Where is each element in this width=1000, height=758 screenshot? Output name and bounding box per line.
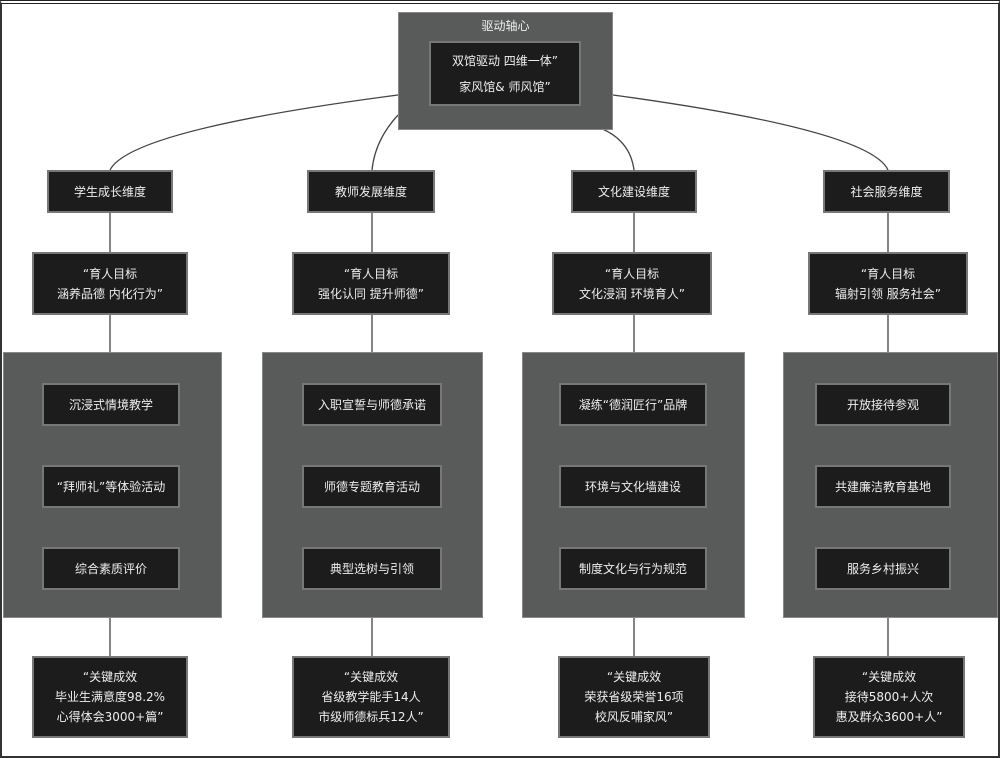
box-text: 沉浸式情境教学	[68, 397, 153, 412]
box-text: 服务乡村振兴	[846, 561, 919, 576]
box-text: 社会服务维度	[850, 184, 923, 199]
dimension-service: 社会服务维度	[823, 170, 950, 213]
dimension-student: 学生成长维度	[47, 170, 173, 213]
box-text: 师德专题教育活动	[323, 479, 420, 494]
box-text: 教师发展维度	[334, 184, 407, 199]
action-teacher-2: 师德专题教育活动	[302, 465, 442, 508]
action-student-1: 沉浸式情境教学	[42, 383, 180, 426]
dimension-teacher: 教师发展维度	[307, 170, 435, 213]
box-text: 涵养品德 内化行为”	[56, 286, 164, 301]
action-service-2: 共建廉洁教育基地	[815, 465, 951, 508]
goal-student: “育人目标涵养品德 内化行为”	[32, 252, 188, 315]
box-text: “关键成效	[606, 670, 662, 684]
box-text: 文化建设维度	[597, 184, 670, 199]
box-text: 学生成长维度	[73, 184, 146, 199]
action-culture-3: 制度文化与行为规范	[559, 547, 707, 590]
box-text: 荣获省级荣誉16项	[584, 690, 684, 704]
box-text: 典型选树与引领	[329, 561, 414, 576]
box-text: “拜师礼”等体验活动	[56, 479, 166, 494]
action-service-3: 服务乡村振兴	[815, 547, 951, 590]
connector-hub-teacher	[371, 114, 399, 171]
hub-node: 驱动轴心 双馆驱动 四维一体” 家风馆& 师风馆”	[398, 12, 613, 130]
box-text: “育人目标	[860, 266, 916, 281]
box-text: 惠及群众3600+人”	[835, 710, 943, 724]
results-student: “关键成效毕业生满意度98.2% 心得体会3000+篇”	[32, 656, 188, 738]
box-text: 辐射引领 服务社会”	[834, 286, 942, 301]
results-teacher: “关键成效省级教学能手14人市级师德标兵12人”	[292, 656, 450, 738]
action-teacher-1: 入职宣誓与师德承诺	[302, 383, 442, 426]
box-text: 心得体会3000+篇”	[56, 710, 164, 724]
box-text: 省级教学能手14人	[321, 690, 421, 704]
connector-hub-service	[612, 94, 889, 171]
box-text: 共建廉洁教育基地	[834, 479, 931, 494]
hub-line: 双馆驱动 四维一体”	[451, 53, 559, 68]
box-text: “育人目标	[343, 266, 399, 281]
box-text: 凝练“德润匠行”品牌	[578, 397, 688, 412]
results-culture: “关键成效荣获省级荣誉16项校风反哺家风”	[558, 656, 710, 738]
goal-teacher: “育人目标强化认同 提升师德”	[292, 252, 450, 315]
connector-hub-student	[109, 94, 399, 171]
goal-culture: “育人目标文化浸润 环境育人”	[552, 252, 712, 315]
box-text: “关键成效	[861, 670, 917, 684]
hub-line: 家风馆& 师风馆”	[459, 79, 551, 94]
box-text: “育人目标	[82, 266, 138, 281]
results-service: “关键成效接待5800+人次惠及群众3600+人”	[813, 656, 965, 738]
box-text: “育人目标	[604, 266, 660, 281]
box-text: 制度文化与行为规范	[578, 561, 687, 576]
box-text: “关键成效	[343, 670, 399, 684]
box-text: 综合素质评价	[74, 561, 147, 576]
box-text: 开放接待参观	[846, 397, 919, 412]
action-student-2: “拜师礼”等体验活动	[42, 465, 180, 508]
box-text: 校风反哺家风”	[594, 710, 674, 724]
action-service-1: 开放接待参观	[815, 383, 951, 426]
hub-title: 驱动轴心	[481, 19, 530, 33]
box-text: “关键成效	[82, 670, 138, 684]
goal-service: “育人目标辐射引领 服务社会”	[808, 252, 968, 315]
box-text: 接待5800+人次	[844, 690, 934, 704]
action-student-3: 综合素质评价	[42, 547, 180, 590]
box-text: 强化认同 提升师德”	[317, 286, 425, 301]
connector-hub-culture	[599, 127, 635, 171]
dimension-culture: 文化建设维度	[571, 170, 697, 213]
hub-core-box: 双馆驱动 四维一体” 家风馆& 师风馆”	[429, 41, 581, 106]
box-text: 入职宣誓与师德承诺	[317, 397, 426, 412]
action-culture-2: 环境与文化墙建设	[559, 465, 707, 508]
box-text: 毕业生满意度98.2%	[54, 690, 166, 704]
box-text: 环境与文化墙建设	[584, 479, 681, 494]
action-culture-1: 凝练“德润匠行”品牌	[559, 383, 707, 426]
box-text: 市级师德标兵12人”	[318, 710, 424, 724]
box-text: 文化浸润 环境育人”	[578, 286, 686, 301]
action-teacher-3: 典型选树与引领	[302, 547, 442, 590]
